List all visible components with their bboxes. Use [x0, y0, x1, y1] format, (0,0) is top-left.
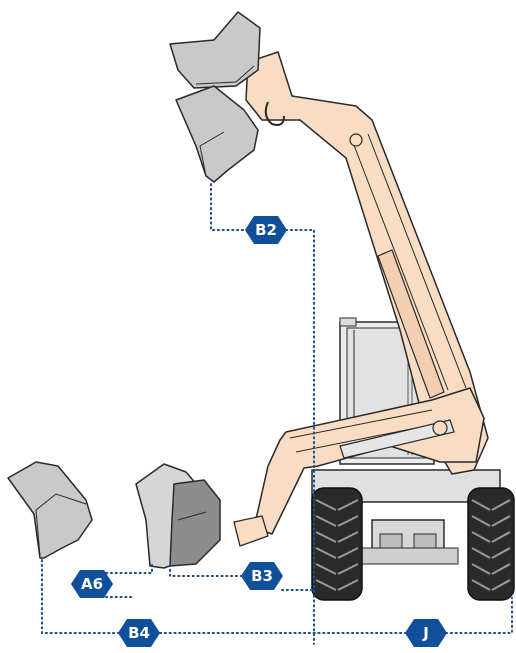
- badge-b2-label: B2: [255, 221, 277, 239]
- right-tire: [467, 487, 515, 601]
- left-tire: [311, 487, 363, 601]
- lowered-boom: [233, 387, 485, 547]
- badge-b3-hexagon: [241, 562, 283, 590]
- badge-a6: A6: [71, 570, 113, 598]
- middle-bucket: [169, 479, 221, 567]
- badge-b4: B4: [118, 619, 160, 647]
- badge-b2: B2: [245, 216, 287, 244]
- raised-boom: [245, 51, 489, 475]
- dimension-lines: [41, 183, 513, 645]
- badge-a6-hexagon: [71, 570, 113, 598]
- badge-b2-hexagon: [245, 216, 287, 244]
- badge-b4-label: B4: [128, 624, 150, 642]
- badge-a6-label: A6: [81, 575, 103, 593]
- badge-b4-hexagon: [118, 619, 160, 647]
- badge-j-hexagon: [405, 619, 447, 647]
- left-bucket: [7, 461, 93, 559]
- badge-b3: B3: [241, 562, 283, 590]
- badge-j-label: J: [422, 624, 429, 642]
- badge-b3-label: B3: [251, 567, 273, 585]
- badge-j: J: [405, 619, 447, 647]
- top-bucket: [169, 11, 261, 89]
- raised-bucket: [175, 85, 259, 183]
